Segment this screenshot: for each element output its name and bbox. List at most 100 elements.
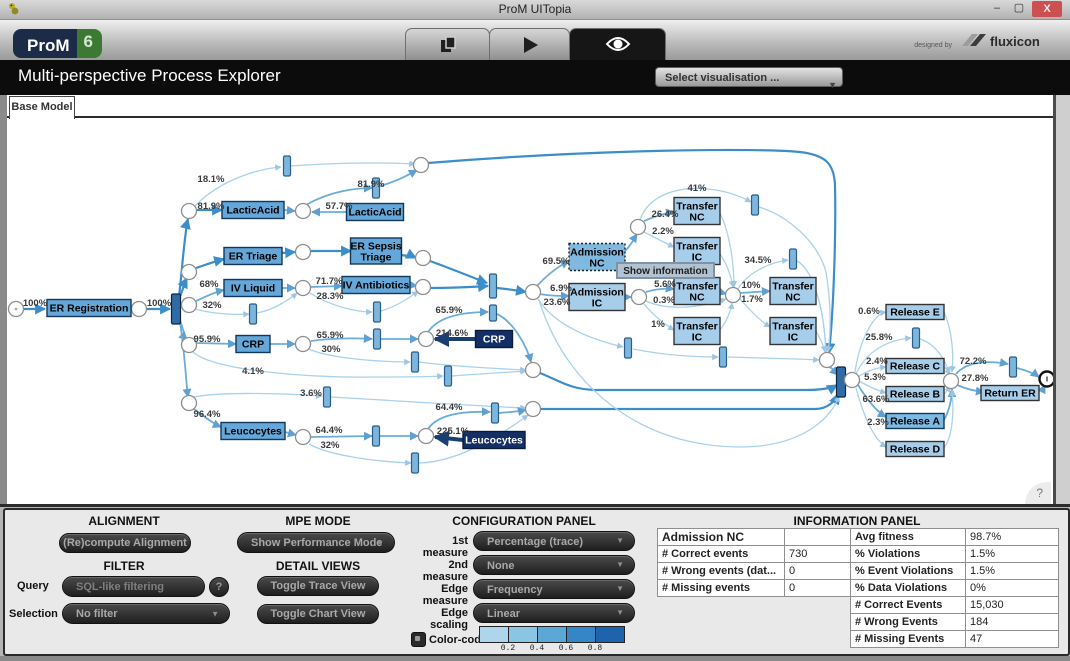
process-model-canvas[interactable]: ER Registration LacticAcid LacticAcid ER Tr…: [7, 118, 1053, 504]
tab-base-model[interactable]: Base Model: [9, 96, 75, 119]
edge-percentage-label: 34.5%: [745, 255, 772, 266]
color-scale-tick: 0.4: [529, 644, 545, 653]
activity-crp-2[interactable]: CRP: [474, 329, 514, 349]
place: [843, 371, 861, 389]
close-button[interactable]: X: [1032, 1, 1062, 17]
process-edge: [737, 257, 789, 290]
activity-release-e[interactable]: Release E: [885, 303, 945, 321]
workspace-tab[interactable]: [405, 28, 490, 61]
svg-text:Transfer: Transfer: [772, 321, 813, 333]
silent-transition: [282, 155, 292, 177]
edge-percentage-label: 27.8%: [962, 373, 989, 384]
edge-percentage-label: 18.1%: [198, 174, 225, 185]
tab-row-divider: [7, 116, 1053, 118]
edge-scaling-select[interactable]: Linear▼: [473, 603, 635, 623]
color-code-checkbox[interactable]: [411, 632, 426, 647]
edge-measure-select[interactable]: Frequency▼: [473, 579, 635, 599]
place: [414, 278, 432, 296]
activity-leucocytes-2[interactable]: Leucocytes: [462, 430, 526, 450]
activity-release-a[interactable]: Release A: [885, 412, 945, 430]
activity-er-registration[interactable]: ER Registration: [46, 298, 132, 318]
edge-scaling-value: Linear: [487, 608, 521, 620]
edge-percentage-label: 0.3%: [653, 295, 675, 306]
toggle-chart-view-button[interactable]: Toggle Chart View: [257, 604, 379, 624]
process-edge: [193, 408, 222, 428]
detail-views-header: DETAIL VIEWS: [275, 559, 361, 573]
activity-release-c[interactable]: Release C: [885, 357, 945, 375]
edge-percentage-label: 68%: [199, 279, 219, 290]
activity-return-er[interactable]: Return ER: [980, 384, 1040, 402]
activity-release-d[interactable]: Release D: [885, 440, 945, 458]
alignment-header: ALIGNMENT: [88, 514, 160, 528]
svg-text:Transfer: Transfer: [676, 281, 717, 293]
process-edge: [309, 292, 373, 316]
activity-er-triage[interactable]: ER Triage: [223, 246, 283, 266]
show-information-tooltip[interactable]: [616, 262, 715, 279]
selected-node-name: Admission NC: [657, 528, 785, 546]
chevron-down-icon: ▼: [828, 80, 837, 90]
activity-iv-liquid[interactable]: IV Liquid: [223, 278, 283, 298]
process-edge: [310, 333, 373, 343]
svg-text:CRP: CRP: [483, 334, 505, 346]
edge-percentage-label: 25.8%: [866, 332, 893, 343]
place: [294, 279, 312, 297]
process-edge: [643, 303, 675, 331]
visualizer-toolbar: Multi-perspective Process Explorer Selec…: [0, 60, 1070, 151]
mpe-mode-header: MPE MODE: [285, 514, 351, 528]
process-graph[interactable]: ER Registration LacticAcid LacticAcid ER Tr…: [7, 118, 1053, 504]
place: [524, 400, 542, 418]
activity-release-b[interactable]: Release B: [885, 385, 945, 403]
minimize-button[interactable]: –: [993, 2, 1001, 14]
place: [818, 351, 836, 369]
selection-filter-select[interactable]: No filter▼: [62, 603, 230, 624]
visualisation-select[interactable]: Select visualisation ... ▼: [655, 67, 843, 90]
query-input[interactable]: SQL-like filtering: [62, 576, 205, 597]
svg-text:Release E: Release E: [890, 307, 940, 319]
query-help-button[interactable]: ?: [209, 577, 229, 597]
edge-percentage-label: 3.6%: [300, 388, 322, 399]
action-tab[interactable]: [489, 28, 570, 61]
first-measure-select[interactable]: Percentage (trace)▼: [473, 531, 635, 551]
color-scale-segment: [538, 626, 567, 643]
edge-percentage-label: 32%: [202, 300, 222, 311]
svg-text:Admission: Admission: [570, 247, 624, 259]
process-edge: [538, 299, 841, 448]
mpe-mode-value: Show Performance Mode: [251, 537, 383, 549]
process-edge: [815, 291, 829, 353]
title-bar[interactable]: ProM UITopia – ▢ X: [0, 0, 1070, 20]
process-edge: [855, 335, 912, 375]
process-edge: [427, 148, 837, 355]
chevron-down-icon: ▼: [376, 538, 384, 547]
activity-lacticacid-2[interactable]: LacticAcid: [345, 202, 405, 222]
maximize-button[interactable]: ▢: [1013, 2, 1025, 14]
process-edge: [739, 298, 771, 328]
activity-lacticacid-1[interactable]: LacticAcid: [221, 200, 285, 220]
filter-header: FILTER: [103, 559, 145, 573]
recompute-alignment-button[interactable]: (Re)compute Alignment: [59, 533, 191, 553]
silent-transition: [371, 177, 381, 199]
toggle-trace-view-button[interactable]: Toggle Trace View: [257, 576, 379, 596]
start-mark: [14, 307, 18, 311]
activity-crp-1[interactable]: CRP: [235, 334, 271, 354]
help-button[interactable]: ?: [1025, 482, 1051, 504]
mpe-mode-select[interactable]: Show Performance Mode▼: [237, 532, 395, 553]
activity-leucocytes-1[interactable]: Leucocytes: [220, 421, 286, 441]
activity-iv-antibiotics[interactable]: IV Antibiotics: [341, 275, 411, 295]
place: [294, 335, 312, 353]
second-measure-label: 2nd measure: [422, 559, 468, 583]
process-edge: [855, 387, 887, 448]
second-measure-select[interactable]: None▼: [473, 555, 635, 575]
color-scale-segment: [479, 626, 509, 643]
